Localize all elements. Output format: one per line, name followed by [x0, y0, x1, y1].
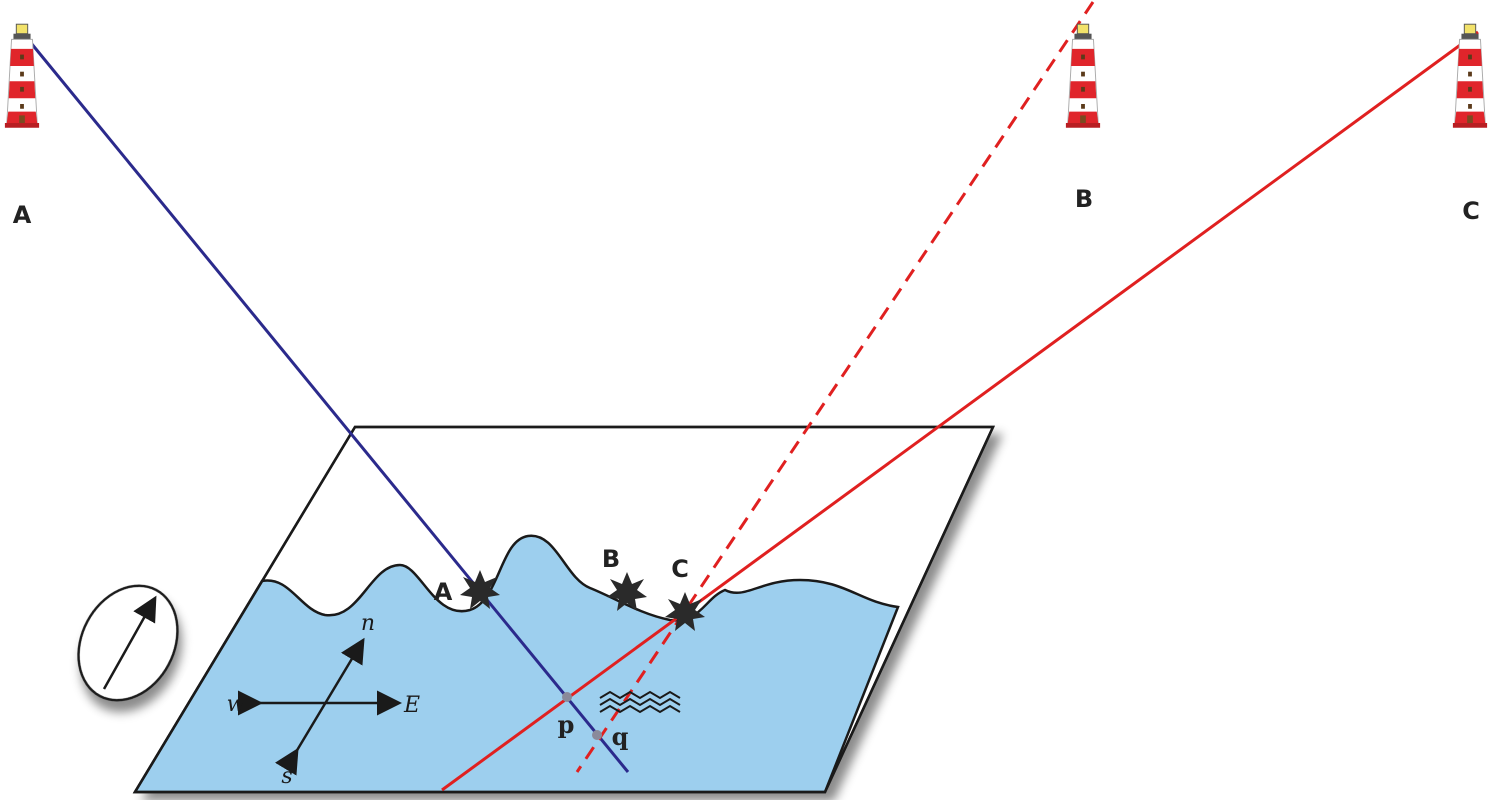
- bearing-line-C: [441, 30, 1479, 792]
- lighthouse-icon: [1452, 23, 1488, 129]
- lighthouse-A: A: [4, 23, 40, 229]
- lighthouse-C-label: C: [1462, 197, 1480, 225]
- landmark-C-label: C: [671, 555, 689, 583]
- compass-south-label: s: [281, 764, 292, 789]
- point-p-label: p: [558, 710, 575, 739]
- landmark-B: B: [602, 545, 647, 611]
- bearing-line-A: [20, 31, 630, 773]
- lighthouse-icon: [4, 23, 40, 129]
- landmark-B-label: B: [602, 545, 620, 573]
- lighthouse-B-label: B: [1075, 185, 1093, 213]
- point-q: q: [592, 722, 629, 751]
- compass-needle: [102, 595, 157, 690]
- landmark-C: C: [665, 555, 705, 631]
- waves-icon: [599, 690, 681, 714]
- compass-icon: [77, 584, 179, 702]
- compass-east-label: E: [403, 693, 420, 718]
- lighthouse-icon: [1065, 23, 1101, 129]
- lighthouse-B: B: [1065, 23, 1101, 213]
- landmark-A: A: [434, 570, 500, 609]
- lighthouse-A-label: A: [13, 201, 32, 229]
- lighthouse-C: C: [1452, 23, 1488, 225]
- landmark-A-label: A: [434, 578, 453, 606]
- point-p: p: [558, 692, 575, 739]
- north-south-arrow: [274, 637, 365, 776]
- compass-west-label: w: [227, 692, 246, 717]
- compass-rose: n E s w: [227, 611, 420, 789]
- bearing-line-B: [575, 1, 1095, 773]
- point-q-label: q: [612, 722, 629, 751]
- compass-north-label: n: [361, 611, 375, 636]
